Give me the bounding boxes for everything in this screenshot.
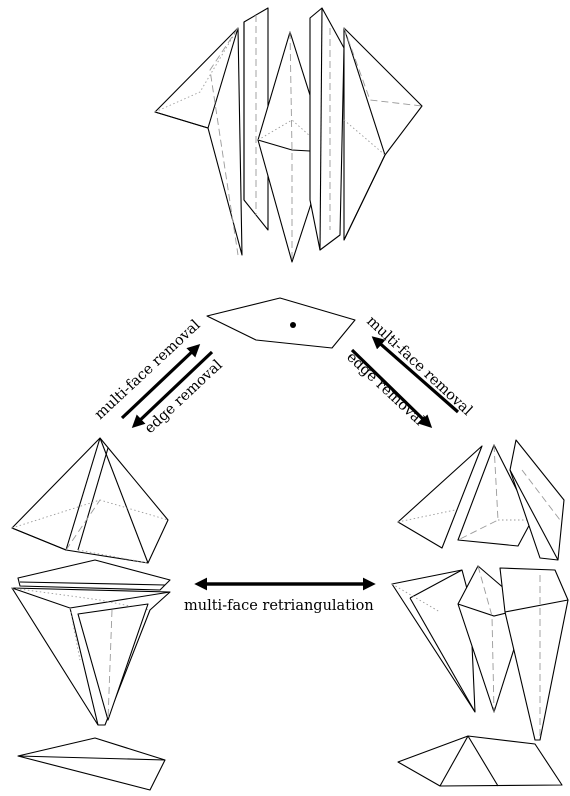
label-right-multi-face-removal: multi-face removal <box>363 313 475 419</box>
middle-polygon <box>207 298 355 348</box>
top-piece-left <box>155 28 242 255</box>
center-point <box>290 322 296 328</box>
left-exploded-polyhedron <box>12 438 170 790</box>
top-piece-right-inner <box>310 8 344 250</box>
right-exploded-polyhedron <box>392 440 568 786</box>
label-left-multi-face-removal: multi-face removal <box>92 317 204 423</box>
left-bottom-flat <box>18 738 165 790</box>
label-multi-face-retriangulation: multi-face retriangulation <box>184 598 374 614</box>
top-piece-right <box>344 28 422 240</box>
left-top-pyramid <box>12 438 168 563</box>
left-thin-wedge <box>18 560 170 590</box>
right-bottom-flat <box>398 736 562 786</box>
right-lower-left-piece <box>392 570 475 712</box>
top-exploded-polyhedron <box>155 8 422 262</box>
